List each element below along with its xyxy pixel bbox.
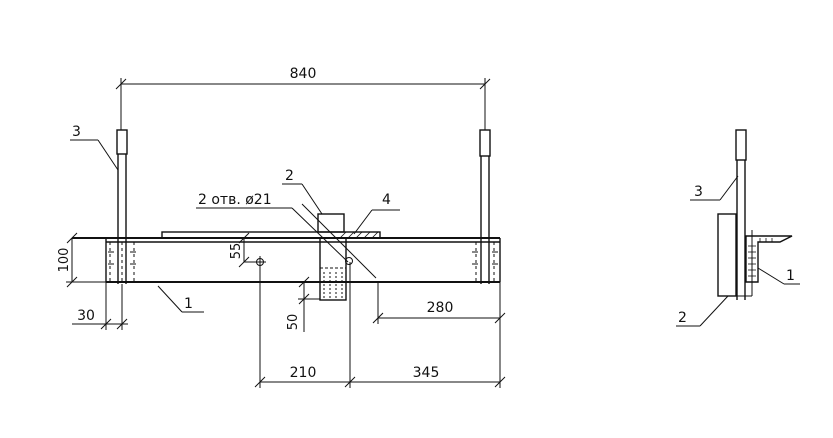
bracket [317, 213, 347, 301]
callout-2-side: 2 [678, 310, 687, 326]
callout-1-front: 1 [184, 296, 193, 312]
holes-note: 2 отв. ø21 [198, 192, 272, 208]
dimension-100: 100 [57, 232, 106, 288]
callout-3-front: 3 [72, 124, 81, 140]
hole-right [345, 257, 353, 265]
dim-50-label: 50 [286, 314, 301, 331]
diagonal-rod [301, 203, 377, 279]
front-view: 840 100 55 50 [57, 66, 506, 388]
dim-840-label: 840 [290, 66, 317, 82]
front-callouts: 3 2 2 отв. ø21 4 1 [70, 124, 400, 313]
left-post [108, 129, 136, 284]
dim-280-label: 280 [427, 300, 454, 316]
side-beam-section [745, 235, 793, 283]
dimension-210-345: 210 345 [254, 262, 506, 388]
callout-2-front: 2 [285, 168, 294, 184]
main-beam [72, 237, 501, 283]
dimension-55: 55 [229, 232, 256, 268]
dimension-30: 30 [72, 282, 128, 330]
dimension-50: 50 [286, 276, 320, 332]
dim-210-label: 210 [290, 365, 317, 381]
dim-55-label: 55 [229, 243, 244, 260]
top-plate [161, 231, 381, 239]
dim-345-label: 345 [413, 365, 440, 381]
side-callouts: 3 2 1 [676, 175, 800, 327]
right-post [472, 129, 498, 284]
callout-1-side: 1 [786, 268, 795, 284]
callout-3-side: 3 [694, 184, 703, 200]
side-bracket-plate [717, 213, 737, 297]
dim-30-label: 30 [77, 308, 95, 324]
dimension-840: 840 [115, 66, 491, 130]
dim-100-label: 100 [57, 248, 72, 273]
side-view: 3 2 1 [676, 129, 800, 327]
callout-4-front: 4 [382, 192, 391, 208]
dimension-280: 280 [372, 282, 506, 388]
